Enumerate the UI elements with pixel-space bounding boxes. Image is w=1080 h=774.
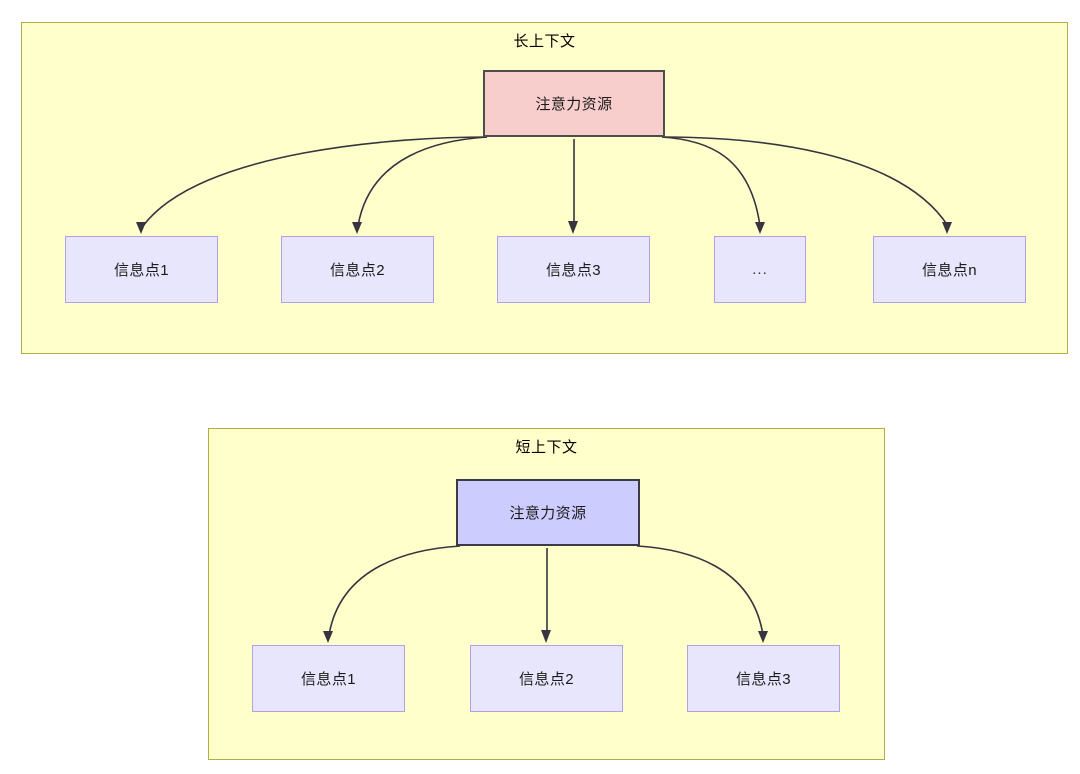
node-attention-resource-short[interactable]: 注意力资源: [456, 479, 640, 546]
node-info-point-long-n[interactable]: 信息点n: [873, 236, 1026, 303]
node-info-point-short-2[interactable]: 信息点2: [470, 645, 623, 712]
container-long-context-title: 长上下文: [513, 33, 576, 50]
node-info-point-short-3[interactable]: 信息点3: [687, 645, 840, 712]
node-info-point-short-1[interactable]: 信息点1: [252, 645, 405, 712]
node-info-point-long-1[interactable]: 信息点1: [65, 236, 218, 303]
node-info-point-long-2[interactable]: 信息点2: [281, 236, 434, 303]
node-info-point-long-ellipsis[interactable]: ...: [714, 236, 806, 303]
node-attention-resource-long[interactable]: 注意力资源: [483, 70, 665, 137]
container-short-context-title: 短上下文: [515, 439, 578, 456]
node-info-point-long-3[interactable]: 信息点3: [497, 236, 650, 303]
